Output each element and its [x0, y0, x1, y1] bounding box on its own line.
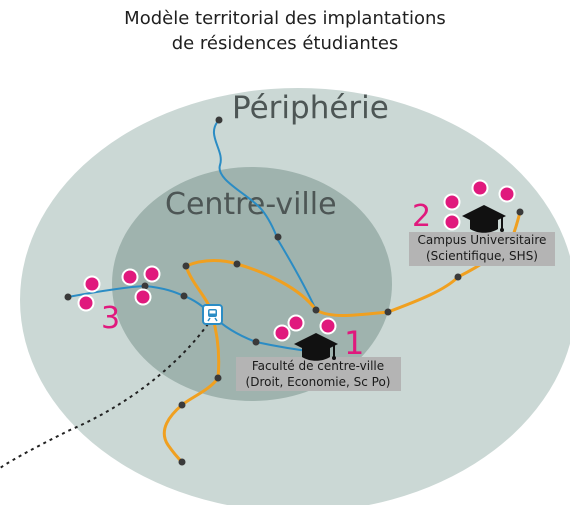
residence-dot-icon[interactable]: [498, 185, 516, 203]
title-line-1: Modèle territorial des implantations: [124, 8, 446, 29]
residence-cluster-1: [273, 314, 337, 342]
rail-line: [0, 317, 213, 469]
residence-cluster-2: [443, 179, 516, 231]
site-number-1: 1: [344, 324, 364, 362]
campus-2-label-box: [409, 232, 555, 266]
stop[interactable]: [180, 292, 188, 300]
stop[interactable]: [215, 116, 223, 124]
site-number-2: 2: [412, 199, 431, 234]
stop[interactable]: [274, 233, 282, 241]
campus-2-name: Campus Universitaire: [418, 233, 547, 247]
stop[interactable]: [312, 306, 320, 314]
stop[interactable]: [178, 458, 186, 466]
stop[interactable]: [516, 208, 524, 216]
stop[interactable]: [182, 262, 190, 270]
stop[interactable]: [454, 273, 462, 281]
graduation-cap-icon: [294, 333, 338, 361]
residence-dot-icon[interactable]: [121, 268, 139, 286]
campus-2-departments: (Scientifique, SHS): [426, 249, 538, 263]
campus-1-label-box: [236, 357, 401, 391]
train-station-icon[interactable]: [202, 304, 223, 325]
residence-dot-icon[interactable]: [77, 294, 95, 312]
graduation-cap-icon: [462, 205, 506, 233]
stop[interactable]: [178, 401, 186, 409]
residence-dot-icon[interactable]: [143, 265, 161, 283]
site-number-3: 3: [101, 301, 120, 336]
stop[interactable]: [64, 293, 72, 301]
stop[interactable]: [384, 308, 392, 316]
title-line-2: de résidences étudiantes: [171, 33, 399, 54]
stop[interactable]: [141, 282, 149, 290]
faculty-1-name: Faculté de centre-ville: [252, 359, 384, 373]
city-centre-zone-label: Centre-ville: [165, 187, 337, 222]
stop[interactable]: [233, 260, 241, 268]
blue-transit-line-north: [212, 119, 317, 311]
stop[interactable]: [214, 374, 222, 382]
transit-stops: [64, 116, 524, 466]
residence-dot-icon[interactable]: [443, 193, 461, 211]
stop[interactable]: [252, 338, 260, 346]
peripheral-zone-label: Périphérie: [232, 90, 389, 126]
residence-dot-icon[interactable]: [287, 314, 305, 332]
residence-dot-icon[interactable]: [443, 213, 461, 231]
diagram-title: Modèle territorial des implantations de …: [0, 6, 570, 56]
residence-dot-icon[interactable]: [273, 324, 291, 342]
residence-dot-icon[interactable]: [319, 317, 337, 335]
faculty-1-departments: (Droit, Economie, Sc Po): [246, 375, 391, 389]
residence-dot-icon[interactable]: [83, 275, 101, 293]
residence-cluster-3: [77, 265, 161, 312]
residence-dot-icon[interactable]: [134, 288, 152, 306]
residence-dot-icon[interactable]: [471, 179, 489, 197]
